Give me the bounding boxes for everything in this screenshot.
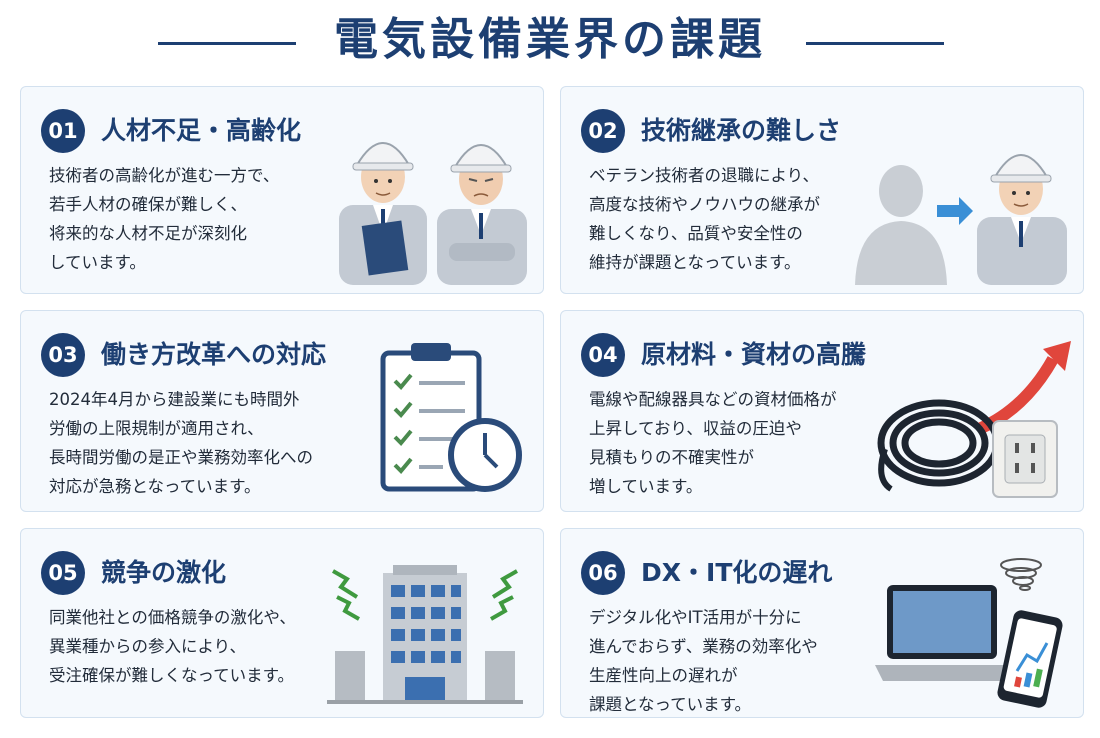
card-title: 競争の激化 [101, 558, 227, 587]
buildings-competition-illustration-icon [327, 551, 523, 705]
card-05: 05 競争の激化 同業他社との価格競争の激化や、異業種からの参入により、受注確保… [20, 528, 544, 718]
card-title: 働き方改革への対応 [101, 340, 327, 369]
card-number-badge: 02 [581, 109, 625, 153]
card-description: デジタル化やIT活用が十分に進んでおらず、業務の効率化や生産性向上の遅れが課題と… [589, 608, 818, 714]
two-workers-illustration-icon [331, 105, 531, 285]
page-header: 電気設備業界の課題 [0, 6, 1100, 72]
card-title: DX・IT化の遅れ [641, 558, 833, 587]
card-number-badge: 04 [581, 333, 625, 377]
card-description: ベテラン技術者の退職により、高度な技術やノウハウの継承が難しくなり、品質や安全性… [589, 166, 820, 272]
card-description: 2024年4月から建設業にも時間外労働の上限規制が適用され、長時間労働の是正や業… [49, 390, 313, 496]
knowledge-transfer-illustration-icon [853, 105, 1071, 285]
title-rule-right [806, 42, 944, 45]
card-description: 技術者の高齢化が進む一方で、若手人材の確保が難しく、将来的な人材不足が深刻化して… [49, 166, 280, 272]
card-02: 02 技術継承の難しさ ベテラン技術者の退職により、高度な技術やノウハウの継承が… [560, 86, 1084, 294]
title-rule-left [158, 42, 296, 45]
card-04: 04 原材料・資材の高騰 電線や配線器具などの資材価格が上昇しており、収益の圧迫… [560, 310, 1084, 512]
card-number-badge: 03 [41, 333, 85, 377]
card-01: 01 人材不足・高齢化 技術者の高齢化が進む一方で、若手人材の確保が難しく、将来… [20, 86, 544, 294]
card-06: 06 DX・IT化の遅れ デジタル化やIT活用が十分に進んでおらず、業務の効率化… [560, 528, 1084, 718]
card-number-badge: 01 [41, 109, 85, 153]
page-title: 電気設備業界の課題 [334, 14, 766, 65]
card-title: 技術継承の難しさ [641, 116, 842, 145]
card-description: 同業他社との価格競争の激化や、異業種からの参入により、受注確保が難しくなっていま… [49, 608, 296, 685]
cable-outlet-rising-arrow-illustration-icon [875, 339, 1075, 505]
card-title: 原材料・資材の高騰 [641, 340, 867, 369]
checklist-clock-illustration-icon [373, 335, 533, 505]
card-description: 電線や配線器具などの資材価格が上昇しており、収益の圧迫や見積もりの不確実性が増し… [589, 390, 837, 496]
card-title: 人材不足・高齢化 [101, 116, 302, 145]
card-number-badge: 06 [581, 551, 625, 595]
card-number-badge: 05 [41, 551, 85, 595]
laptop-smartphone-illustration-icon [871, 549, 1071, 713]
card-03: 03 働き方改革への対応 2024年4月から建設業にも時間外労働の上限規制が適用… [20, 310, 544, 512]
